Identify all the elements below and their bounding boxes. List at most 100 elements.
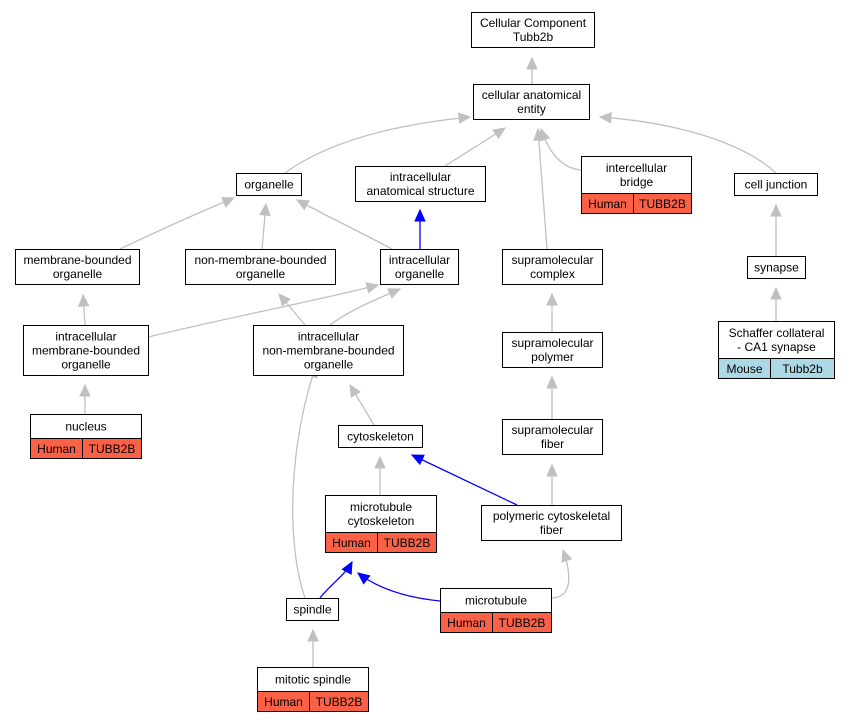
node-organelle[interactable]: organelle [236, 173, 302, 196]
edge-mt-to-pcf [550, 548, 573, 599]
node-box [481, 505, 622, 541]
node-box [473, 84, 590, 120]
node-box [355, 166, 486, 202]
node-box [502, 419, 603, 455]
edge-mt-to-mtc [357, 572, 441, 602]
gene-cell [309, 691, 369, 712]
arrowhead [278, 293, 291, 307]
arrowhead [374, 455, 386, 469]
arrowhead [770, 286, 782, 300]
gene-label: TUBB2B [316, 695, 363, 709]
node-label-line: intracellular [389, 253, 450, 267]
gene-cell [377, 532, 437, 553]
node-label-line: polymer [531, 350, 574, 364]
edge-ias-to-cae [444, 127, 507, 167]
arrowhead [307, 628, 319, 642]
node-cj[interactable]: cell junction [734, 173, 818, 196]
edge-imbo-to-mbo [78, 293, 90, 326]
gene-cell [633, 193, 692, 214]
gene-cell [82, 438, 142, 459]
node-label-line: cellular anatomical [482, 88, 581, 102]
arrowhead [526, 56, 538, 70]
node-box [747, 256, 806, 279]
node-box [286, 598, 339, 621]
node-label-line: polymeric cytoskeletal [493, 509, 610, 523]
node-spindle[interactable]: spindle [286, 598, 339, 621]
node-box [502, 332, 603, 368]
arrowhead [78, 293, 90, 307]
edges-layer [78, 56, 782, 667]
edge-inmbo-to-nmbo [278, 293, 306, 326]
node-label-line: microtubule [465, 594, 527, 608]
node-label-line: intercellular [606, 161, 667, 175]
edge-mbo-to-organelle [119, 197, 236, 250]
arrowhead [259, 202, 271, 216]
edge-spindle-to-inmbo [292, 364, 318, 599]
edge-sca1-to-syn [770, 286, 782, 321]
edge-organelle-to-cae [284, 112, 472, 174]
node-label-line: organelle [304, 358, 354, 372]
node-box [338, 425, 423, 448]
edge-cyto-to-inmbo [349, 383, 375, 426]
arrowhead [770, 203, 782, 217]
edge-pcf-to-smf [546, 463, 558, 505]
node-label-line: organelle [395, 267, 445, 281]
arrowhead [546, 463, 558, 477]
node-label-line: membrane-bounded [32, 344, 140, 358]
arrowhead [546, 375, 558, 389]
node-label-line: organelle [244, 178, 294, 192]
arrowhead [598, 112, 612, 124]
edge-spindle-to-mtc [319, 560, 353, 599]
species-label: Human [37, 442, 76, 456]
edge-smf-to-smp [546, 375, 558, 419]
gene-cell [770, 358, 835, 379]
node-syn[interactable]: synapse [747, 256, 806, 279]
arrowhead [457, 112, 472, 124]
node-label-line: non-membrane-bounded [262, 344, 394, 358]
edge-ib-to-cae [539, 127, 582, 171]
node-cyto[interactable]: cytoskeleton [338, 425, 423, 448]
node-box [15, 249, 140, 285]
gene-label: TUBB2B [384, 536, 431, 550]
node-box [471, 12, 595, 48]
node-label-line: supramolecular [511, 336, 593, 350]
node-label-line: bridge [620, 175, 654, 189]
edge-nmbo-to-organelle [259, 202, 271, 250]
node-label-line: intracellular [298, 330, 359, 344]
arrowhead [533, 127, 545, 141]
arrowhead [561, 548, 573, 563]
node-label-line: organelle [236, 267, 286, 281]
edge-mtc-to-cyto [374, 455, 386, 495]
species-label: Human [447, 616, 486, 630]
node-label-line: organelle [53, 267, 103, 281]
node-box [734, 173, 818, 196]
edge-pcf-to-cyto [410, 454, 518, 506]
edge-nuc-to-imbo [79, 383, 91, 414]
node-label-line: Tubb2b [513, 30, 554, 44]
node-box [502, 249, 603, 285]
node-inmbo[interactable]: intracellularnon-membrane-boundedorganel… [253, 325, 404, 376]
arrowhead [341, 560, 353, 575]
